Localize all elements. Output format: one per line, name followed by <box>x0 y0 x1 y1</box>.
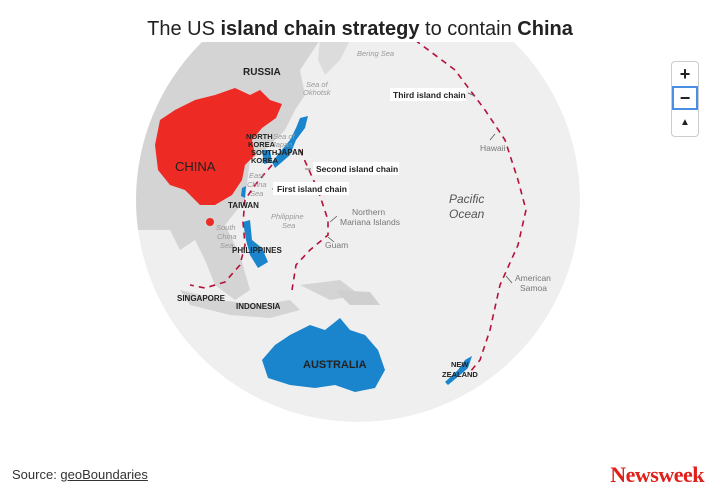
label-philippine-sea: Philippine <box>271 212 304 221</box>
newsweek-logo: Newsweek <box>610 462 704 487</box>
land-indonesia <box>180 280 360 318</box>
label-taiwan: TAIWAN <box>228 201 259 210</box>
label-australia: AUSTRALIA <box>303 359 367 371</box>
label-new-zealand: NEW <box>451 360 469 369</box>
label-guam: Guam <box>325 240 348 250</box>
label-east-china-sea-2: China <box>247 180 267 189</box>
label-second-island-chain: Second island chain <box>316 164 398 174</box>
label-china: CHINA <box>175 159 216 174</box>
label-south-korea: SOUTH <box>251 148 277 157</box>
label-east-china-sea: East <box>249 171 265 180</box>
label-pacific: Pacific <box>449 192 484 206</box>
label-philippines: PHILIPPINES <box>232 246 282 255</box>
land-png <box>335 290 380 305</box>
label-indonesia: INDONESIA <box>236 302 281 311</box>
japan-shape <box>272 116 308 168</box>
taiwan-shape <box>241 186 246 198</box>
third-island-chain-line <box>414 42 527 373</box>
map-title: The US island chain strategy to contain … <box>147 18 573 40</box>
label-american-samoa: American <box>515 273 551 283</box>
first-island-chain-line <box>189 164 273 289</box>
philippines-shape <box>243 220 268 268</box>
second-island-chain-line <box>291 149 329 291</box>
label-north-korea: NORTH <box>246 132 273 141</box>
label-northern-mariana: Northern <box>352 207 385 217</box>
label-okhotsk: Sea of <box>306 80 329 89</box>
australia-shape <box>262 318 385 392</box>
label-sea-of-japan: Sea of <box>273 132 296 141</box>
reset-north-button[interactable]: ▲ <box>680 116 690 128</box>
label-japan: JAPAN <box>277 148 304 157</box>
label-philippine-sea-2: Sea <box>282 221 295 230</box>
zoom-controls: + − ▲ <box>671 61 699 137</box>
label-northern-mariana-2: Mariana Islands <box>340 217 400 227</box>
label-pacific-2: Ocean <box>449 207 485 221</box>
label-okhotsk-2: Okhotsk <box>303 88 332 97</box>
label-third-island-chain: Third island chain <box>393 90 466 100</box>
label-sea-of-japan-2: Japan <box>271 140 292 149</box>
south-korea-shape <box>262 150 272 164</box>
new-zealand-shape <box>445 356 472 385</box>
land-kamchatka <box>318 42 350 75</box>
source-note: Source: geoBoundaries <box>12 467 148 482</box>
label-first-island-chain: First island chain <box>277 184 347 194</box>
hainan <box>206 218 214 226</box>
zoom-in-button[interactable]: + <box>679 63 691 84</box>
label-singapore: SINGAPORE <box>177 294 226 303</box>
label-east-china-sea-3: Sea <box>250 189 263 198</box>
label-north-korea-2: KOREA <box>248 140 276 149</box>
label-south-china-sea: South <box>216 223 236 232</box>
source-link[interactable]: geoBoundaries <box>60 467 148 482</box>
label-new-zealand-2: ZEALAND <box>442 370 478 379</box>
label-south-china-sea-2: China <box>217 232 237 241</box>
label-south-china-sea-3: Sea <box>220 241 233 250</box>
label-american-samoa-2: Samoa <box>520 283 547 293</box>
label-russia: RUSSIA <box>243 67 281 78</box>
label-bering-sea: Bering Sea <box>357 49 394 58</box>
label-hawaii: Hawaii <box>480 143 506 153</box>
china-shape <box>155 88 282 205</box>
zoom-out-button[interactable]: − <box>672 86 698 110</box>
label-south-korea-2: KOREA <box>251 156 279 165</box>
